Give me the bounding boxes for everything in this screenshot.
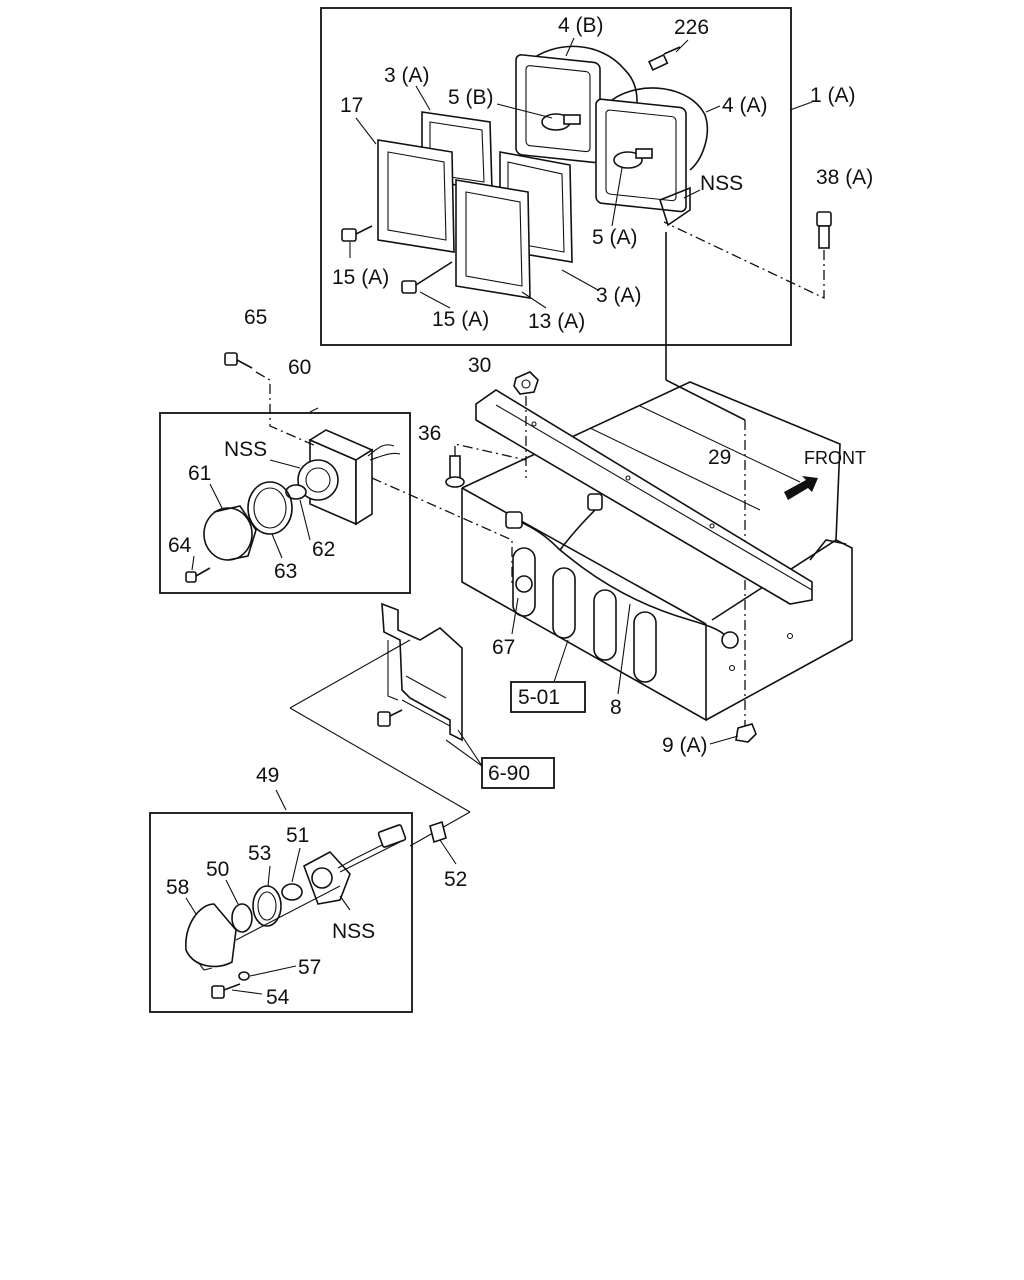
label-nss-headlamp: NSS	[700, 172, 743, 195]
connector-52	[429, 820, 447, 844]
bulb-5a	[613, 148, 653, 169]
label-13a: 13 (A)	[528, 310, 585, 333]
label-49: 49	[256, 764, 279, 787]
label-ref-5-01[interactable]: 5-01	[518, 686, 560, 709]
label-61: 61	[188, 462, 211, 485]
nut-9a	[735, 723, 757, 743]
bolt-38a	[816, 211, 832, 249]
label-15a-1: 15 (A)	[332, 266, 389, 289]
front-arrow-icon	[784, 476, 818, 500]
label-29: 29	[708, 446, 731, 469]
label-9a: 9 (A)	[662, 734, 708, 757]
label-52: 52	[444, 868, 467, 891]
label-36: 36	[418, 422, 441, 445]
label-67: 67	[492, 636, 515, 659]
mounting-bracket	[377, 602, 463, 742]
label-62: 62	[312, 538, 335, 561]
nut-30	[513, 371, 539, 395]
label-64: 64	[168, 534, 192, 557]
dash-65	[255, 371, 317, 447]
label-53: 53	[248, 842, 271, 865]
label-57: 57	[298, 956, 321, 979]
label-65: 65	[244, 306, 267, 329]
label-15a-2: 15 (A)	[432, 308, 489, 331]
headlamp-bracket	[659, 186, 691, 227]
headlamp-assembly-box	[320, 7, 792, 346]
label-front: FRONT	[804, 448, 866, 468]
label-4b: 4 (B)	[558, 14, 604, 37]
rear-lamp-box	[149, 812, 413, 1013]
label-54: 54	[266, 986, 290, 1009]
label-8: 8	[610, 696, 622, 719]
label-58: 58	[166, 876, 189, 899]
dash-38a-to-bracket	[663, 221, 825, 300]
label-51: 51	[286, 824, 309, 847]
label-3a-bottom: 3 (A)	[596, 284, 642, 307]
dash-side-lamp-to-frame	[371, 477, 513, 584]
ref-box-5-01	[510, 681, 586, 713]
label-17: 17	[340, 94, 363, 117]
label-3a-top: 3 (A)	[384, 64, 430, 87]
label-63: 63	[274, 560, 297, 583]
label-4a: 4 (A)	[722, 94, 768, 117]
screw-15a-1	[341, 225, 373, 242]
nut-67	[515, 575, 533, 593]
bulb-5b	[541, 113, 581, 131]
screw-226	[647, 46, 681, 71]
label-5b: 5 (B)	[448, 86, 494, 109]
bezel-13a	[455, 179, 531, 299]
bezel-17	[377, 139, 455, 253]
screw-15a-2	[401, 261, 453, 294]
label-38a: 38 (A)	[816, 166, 873, 189]
side-lamp-assembly-group	[159, 352, 411, 594]
label-ref-6-90[interactable]: 6-90	[488, 762, 530, 785]
headlamp-assembly-group	[320, 7, 813, 346]
side-lamp-box	[159, 412, 411, 594]
label-nss-rear: NSS	[332, 920, 375, 943]
angle-bracket-29	[475, 389, 813, 605]
ref-box-6-90	[481, 757, 555, 789]
label-1a: 1 (A)	[810, 84, 856, 107]
label-50: 50	[206, 858, 229, 881]
label-30: 30	[468, 354, 491, 377]
label-5a: 5 (A)	[592, 226, 638, 249]
bolt-36	[445, 455, 465, 488]
label-nss-side: NSS	[224, 438, 267, 461]
label-60: 60	[288, 356, 311, 379]
wire-harness-8	[505, 493, 739, 649]
label-226: 226	[674, 16, 709, 39]
rear-lamp-assembly-group	[149, 812, 413, 1013]
rear-frame-crossmember	[461, 381, 853, 722]
